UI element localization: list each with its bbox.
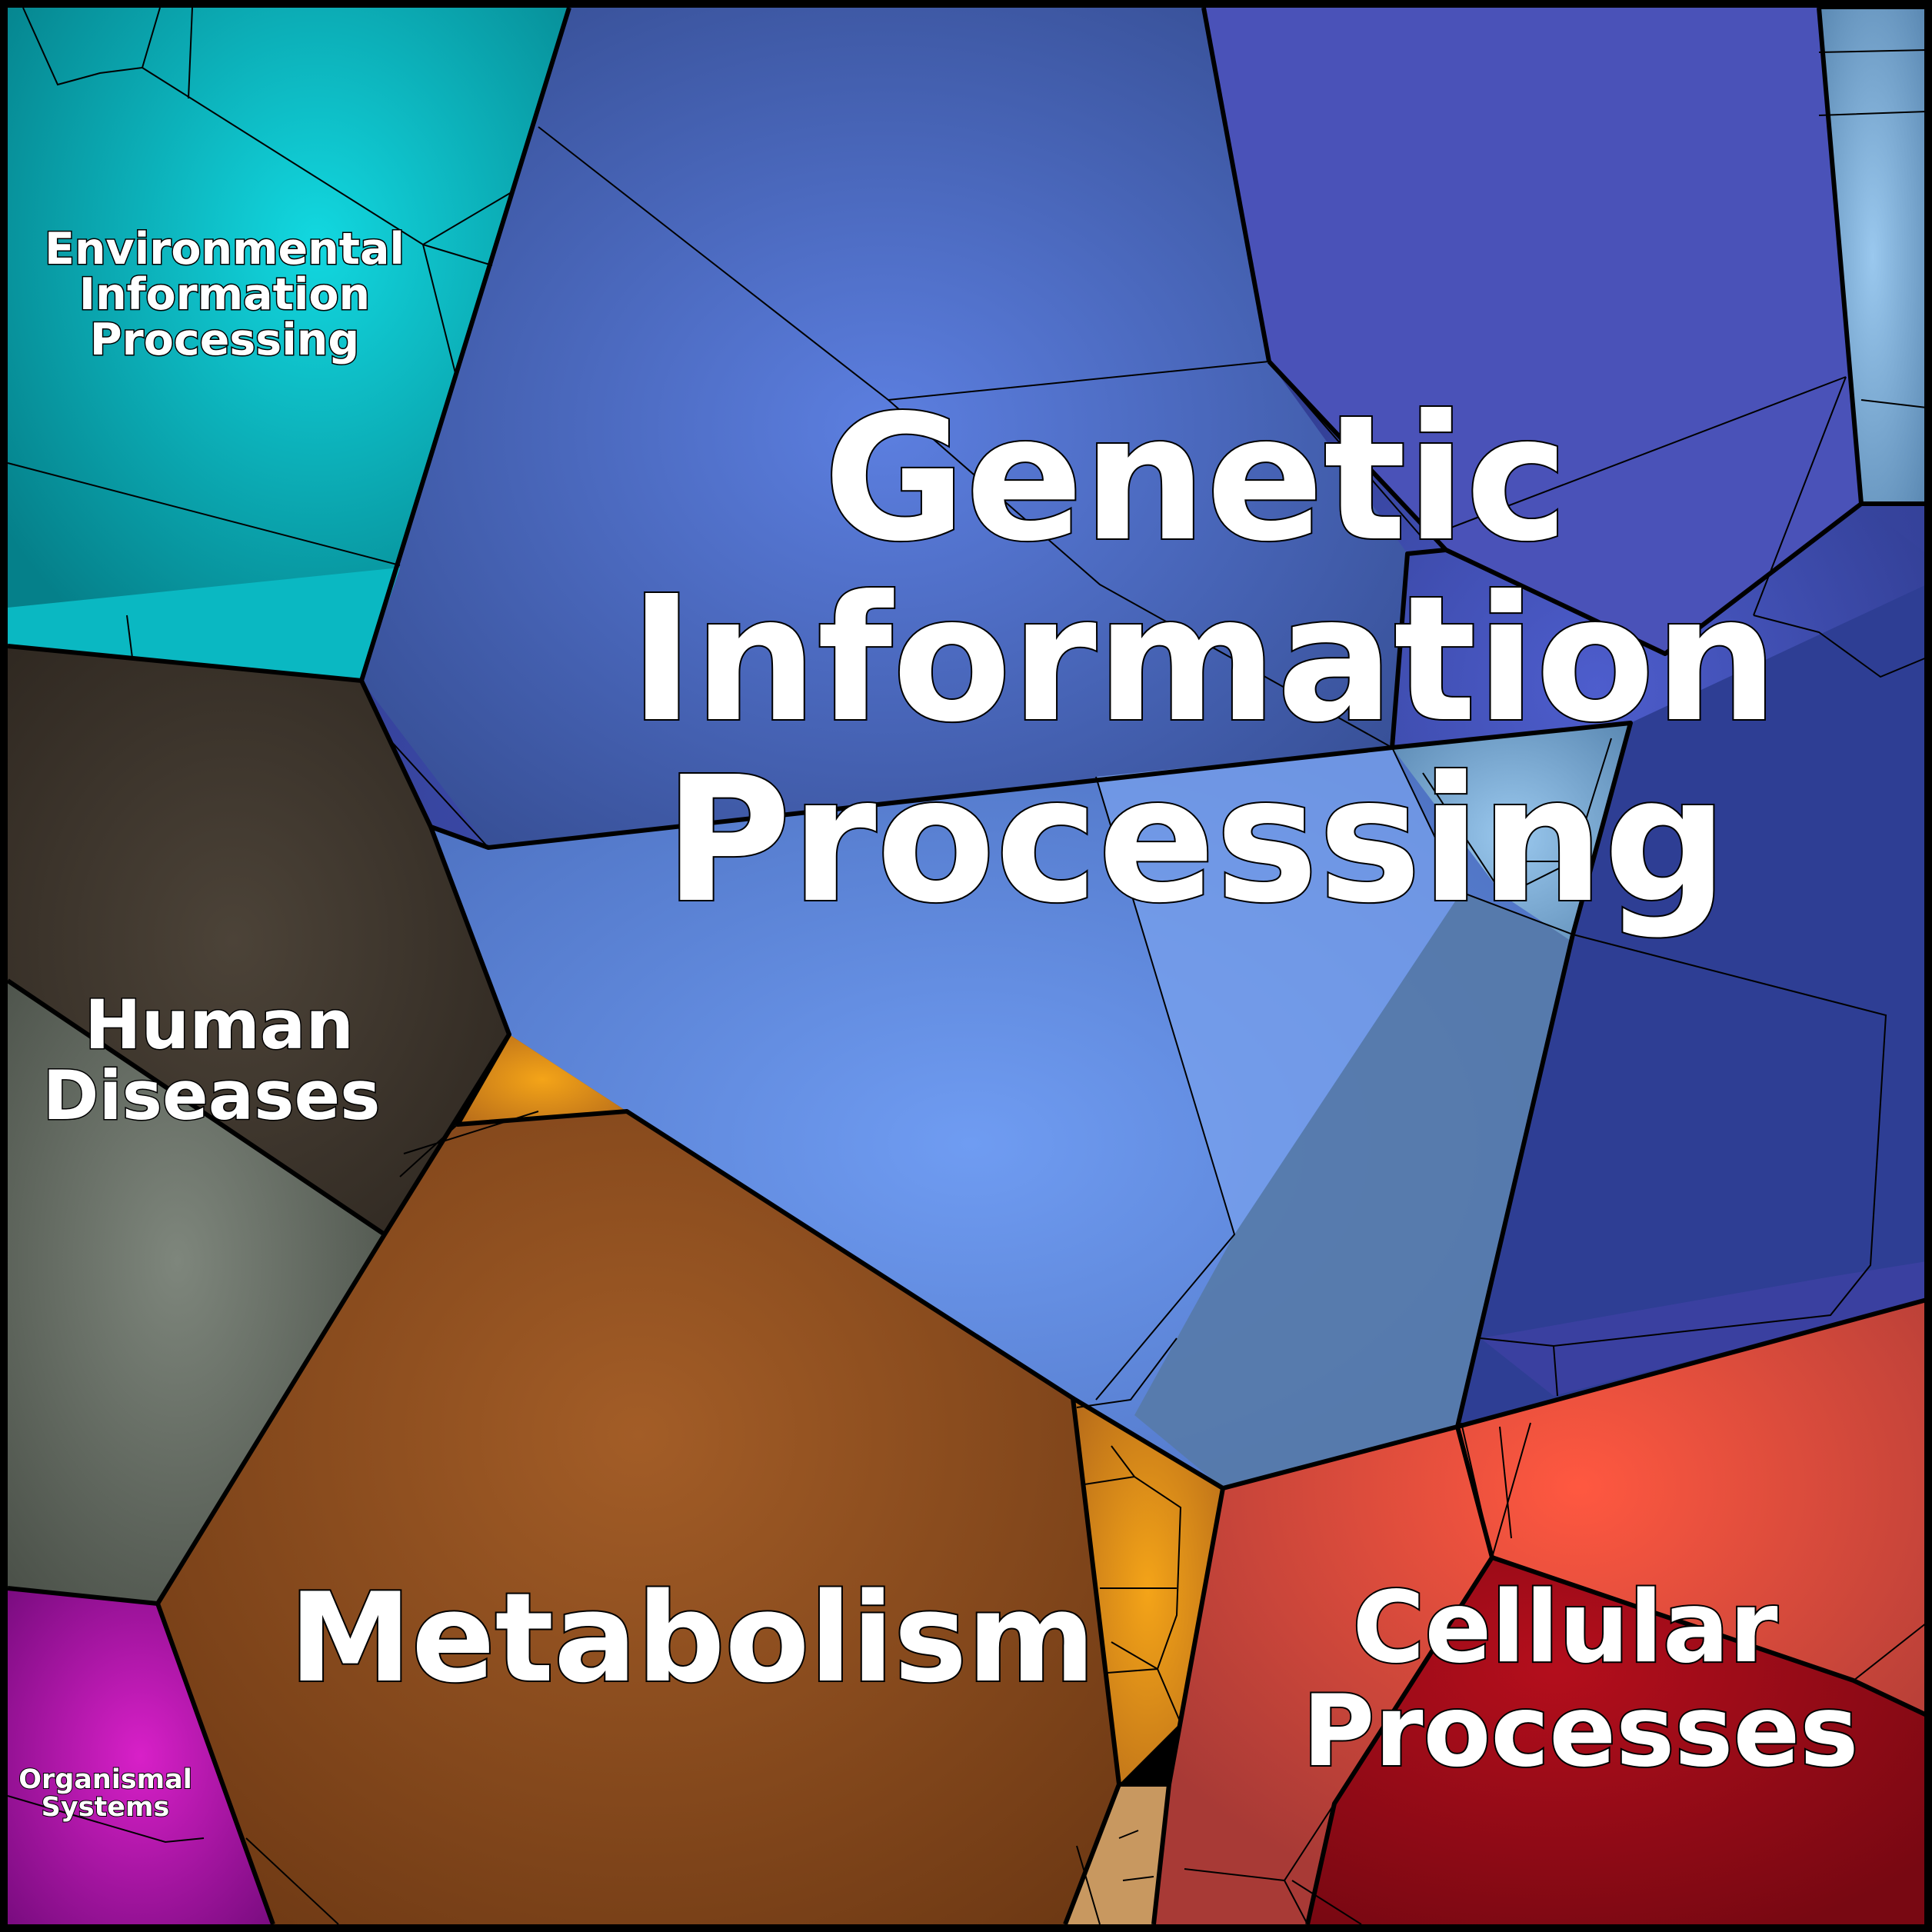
organismal-systems-region [8,1588,273,1924]
label-organismal-systems: Organismal Systems [18,1764,193,1824]
label-environmental-line-2: Information [79,269,370,320]
label-organismal-line-1: Organismal [18,1764,192,1795]
label-genetic-information-processing: Genetic Information Processing [628,377,1779,943]
label-environmental-line-1: Environmental [45,224,405,275]
label-genetic-line-1: Genetic [824,378,1568,580]
label-metabolism: Metabolism [288,1564,1097,1711]
label-human-line-1: Human [85,985,354,1064]
human-diseases-region [8,646,509,1604]
label-metabolism-line-1: Metabolism [289,1566,1095,1710]
environmental-region [8,8,569,681]
label-cellular-line-2: Processes [1303,1674,1859,1789]
label-human-diseases: Human Diseases [42,984,381,1137]
genetic-region [361,8,1927,1488]
label-genetic-line-2: Information [629,559,1777,761]
label-environmental-line-3: Processing [90,315,359,365]
label-human-line-2: Diseases [42,1056,380,1135]
label-cellular-processes: Cellular Processes [1301,1569,1860,1790]
label-genetic-line-3: Processing [665,740,1728,941]
label-environmental-information-processing: Environmental Information Processing [44,223,406,367]
label-organismal-line-2: Systems [42,1792,170,1823]
label-cellular-line-1: Cellular [1353,1571,1778,1685]
